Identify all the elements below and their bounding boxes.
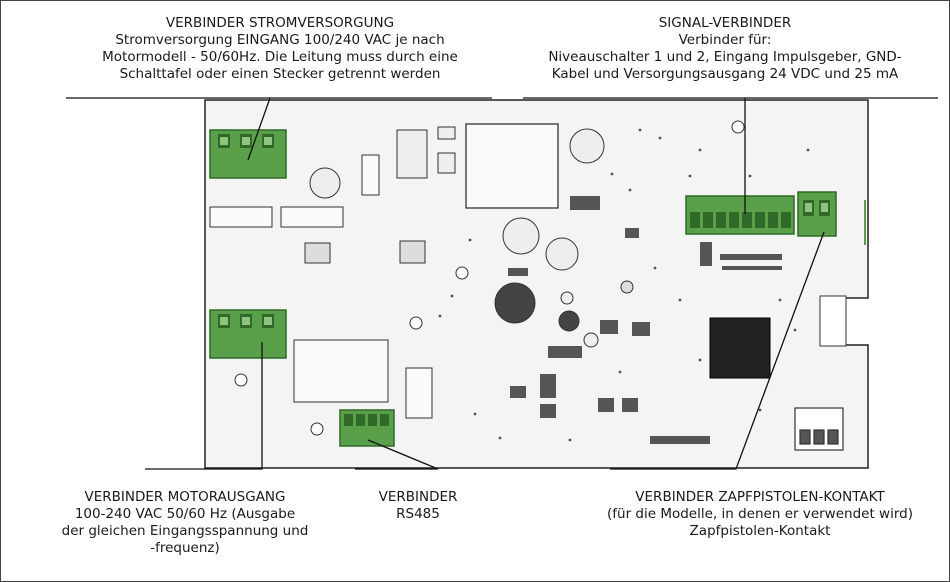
callout-signal-title: SIGNAL-VERBINDER xyxy=(505,15,945,32)
callout-signal: SIGNAL-VERBINDER Verbinder für: Niveausc… xyxy=(505,15,945,83)
board-right-panel xyxy=(820,296,846,346)
fuse-strip xyxy=(210,207,272,227)
transformer xyxy=(466,124,558,208)
callout-rs485: VERBINDER RS485 xyxy=(358,489,478,523)
ic-chip xyxy=(710,318,770,378)
capacitor-box xyxy=(362,155,379,195)
callout-power: VERBINDER STROMVERSORGUNG Stromversorgun… xyxy=(40,15,520,83)
callout-motor-line3: -frequenz) xyxy=(40,540,330,557)
callout-power-line2: Motormodell - 50/60Hz. Die Leitung muss … xyxy=(40,49,520,66)
callout-power-line3: Schalttafel oder einen Stecker getrennt … xyxy=(40,66,520,83)
capacitor-box-3 xyxy=(438,153,455,173)
callout-nozzle: VERBINDER ZAPFPISTOLEN-KONTAKT (für die … xyxy=(580,489,940,540)
callout-signal-line3: Kabel und Versorgungsausgang 24 VDC und … xyxy=(505,66,945,83)
callout-signal-line2: Niveauschalter 1 und 2, Eingang Impulsge… xyxy=(505,49,945,66)
callout-nozzle-line2: Zapfpistolen-Kontakt xyxy=(580,523,940,540)
callout-power-title: VERBINDER STROMVERSORGUNG xyxy=(40,15,520,32)
callout-motor-line2: der gleichen Eingangsspannung und xyxy=(40,523,330,540)
relay-block xyxy=(294,340,388,402)
fuse-strip-2 xyxy=(281,207,343,227)
callout-rs485-title: VERBINDER xyxy=(358,489,478,506)
callout-nozzle-line1: (für die Modelle, in denen er verwendet … xyxy=(580,506,940,523)
callout-rs485-line1: RS485 xyxy=(358,506,478,523)
rs485-terminal xyxy=(340,410,394,446)
relay-block-2 xyxy=(406,368,432,418)
motor-terminal xyxy=(210,310,286,358)
callout-motor-line1: 100-240 VAC 50/60 Hz (Ausgabe xyxy=(40,506,330,523)
white-connector xyxy=(795,408,843,450)
callout-motor: VERBINDER MOTORAUSGANG 100-240 VAC 50/60… xyxy=(40,489,330,557)
capacitor-box-2 xyxy=(438,127,455,139)
power-terminal xyxy=(210,130,286,178)
nozzle-terminal xyxy=(798,192,836,236)
callout-motor-title: VERBINDER MOTORAUSGANG xyxy=(40,489,330,506)
callout-nozzle-title: VERBINDER ZAPFPISTOLEN-KONTAKT xyxy=(580,489,940,506)
callout-signal-line1: Verbinder für: xyxy=(505,32,945,49)
callout-power-line1: Stromversorgung EINGANG 100/240 VAC je n… xyxy=(40,32,520,49)
signal-terminal xyxy=(686,196,794,234)
